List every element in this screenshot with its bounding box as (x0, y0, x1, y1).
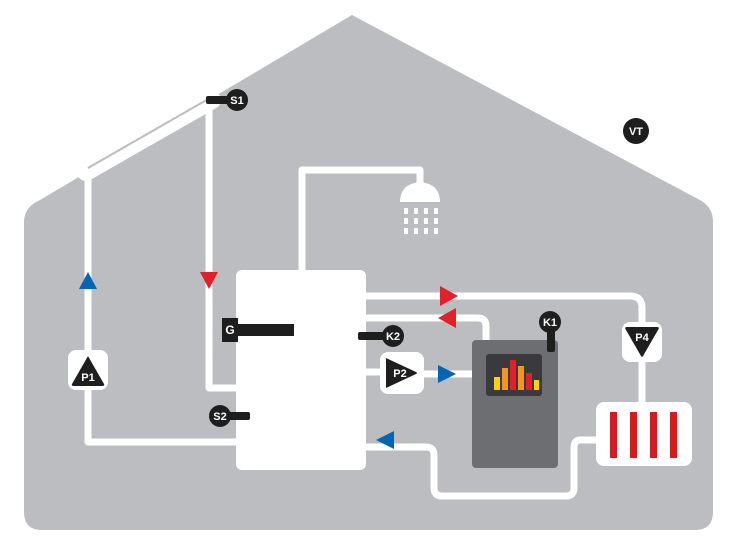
flow-arrow-down-icon (200, 272, 218, 289)
sensor-k2: K2 (358, 325, 404, 347)
sensor-vt-label: VT (629, 126, 643, 138)
tank-heater: G (222, 318, 294, 342)
pump-p2[interactable]: P2 (380, 352, 424, 394)
shower-head-icon (400, 182, 440, 234)
flow-arrow-up-icon (79, 272, 97, 289)
tank-heater-label: G (225, 323, 234, 337)
flow-arrow-right-icon (438, 365, 456, 383)
sensor-k2-label: K2 (386, 331, 400, 343)
boiler (472, 340, 558, 468)
pump-p1[interactable]: P1 (68, 350, 108, 390)
sensor-vt: VT (623, 118, 649, 144)
radiator (596, 402, 692, 466)
flow-arrow-right-icon (440, 286, 458, 306)
sensor-k1: K1 (539, 311, 561, 352)
flow-arrow-left-icon (376, 431, 394, 449)
sensor-s1-label: S1 (230, 95, 243, 107)
storage-tank (236, 270, 366, 470)
pump-p4-label: P4 (635, 332, 649, 344)
sensor-s1: S1 (206, 89, 248, 111)
solar-collector (77, 91, 221, 181)
sensor-s2-label: S2 (213, 411, 226, 423)
sensor-k1-label: K1 (543, 317, 557, 329)
flow-arrow-left-icon (438, 308, 456, 328)
pump-p1-label: P1 (81, 372, 94, 384)
sensor-s2: S2 (209, 405, 250, 427)
pump-p2-label: P2 (393, 368, 406, 380)
flame-icon (494, 360, 539, 390)
pump-p4[interactable]: P4 (622, 322, 662, 362)
